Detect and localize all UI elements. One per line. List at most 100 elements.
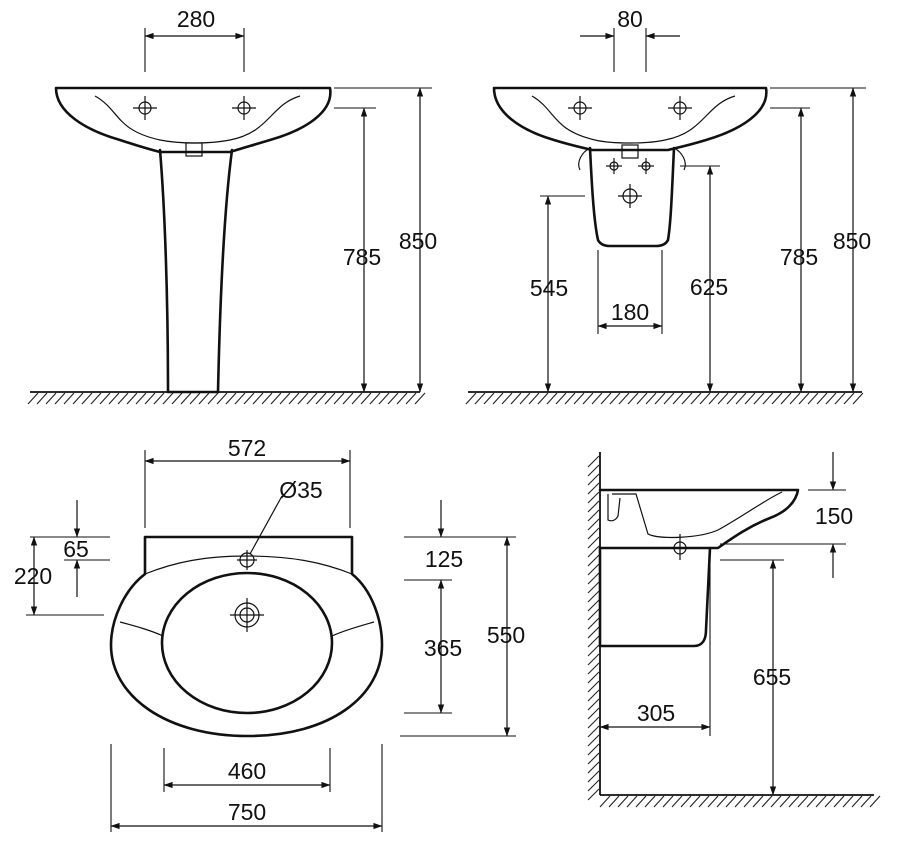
hatch-stroke — [587, 680, 600, 693]
tap-hole-right — [668, 96, 692, 120]
basin-bowl-line — [94, 95, 301, 144]
hatch-stroke — [587, 527, 600, 540]
hatch-stroke — [833, 795, 845, 808]
hatch-stroke — [587, 761, 600, 774]
hatch-stroke — [599, 795, 611, 808]
hatch-stroke — [342, 392, 354, 405]
hatch-stroke — [762, 392, 774, 405]
hatch-stroke — [671, 795, 683, 808]
hatch-stroke — [587, 779, 600, 792]
hatch-stroke — [387, 392, 399, 405]
dim-65: 65 — [63, 536, 89, 562]
hatch-stroke — [587, 455, 600, 468]
dim-305: 305 — [637, 700, 675, 726]
hatch-stroke — [645, 392, 657, 405]
hatch-stroke — [90, 392, 102, 405]
hatch-stroke — [45, 392, 57, 405]
hatch-stroke — [587, 599, 600, 612]
hatch-stroke — [825, 392, 837, 405]
hatch-stroke — [635, 795, 647, 808]
hatch-stroke — [587, 725, 600, 738]
hatch-stroke — [587, 482, 600, 495]
hatch-stroke — [405, 392, 417, 405]
hatch-stroke — [726, 392, 738, 405]
hatch-stroke — [717, 392, 729, 405]
hatch-stroke — [587, 554, 600, 567]
hatch-stroke — [510, 392, 522, 405]
hatch-stroke — [626, 795, 638, 808]
hatch-stroke — [587, 500, 600, 513]
hatch-stroke — [378, 392, 390, 405]
tap-hole-left — [133, 96, 157, 120]
hatch-stroke — [744, 392, 756, 405]
dim-80: 80 — [617, 6, 643, 32]
hatch-stroke — [369, 392, 381, 405]
hatch-stroke — [117, 392, 129, 405]
wing-line-left — [119, 621, 164, 637]
hatch-stroke — [252, 392, 264, 405]
hatch-stroke — [770, 795, 782, 808]
dim-545: 545 — [530, 275, 568, 301]
hatch-stroke — [396, 392, 408, 405]
waste-plan — [230, 598, 264, 632]
hatch-stroke — [587, 743, 600, 756]
ground-hatch — [465, 392, 864, 405]
hatch-stroke — [153, 392, 165, 405]
hatch-stroke — [609, 392, 621, 405]
hatch-stroke — [806, 795, 818, 808]
trap-side — [666, 534, 694, 560]
shroud-back-right — [673, 147, 686, 171]
hatch-stroke — [587, 644, 600, 657]
hatch-stroke — [587, 572, 600, 585]
pedestal-outline — [158, 148, 234, 394]
front-pedestal-view: 280 785 850 — [27, 6, 437, 405]
dim-750: 750 — [228, 799, 266, 825]
hatch-stroke — [587, 635, 600, 648]
hatch-stroke — [587, 707, 600, 720]
dim-280: 280 — [177, 6, 215, 32]
hatch-stroke — [852, 392, 864, 405]
dim-180: 180 — [611, 299, 649, 325]
hatch-stroke — [587, 581, 600, 594]
dim-550: 550 — [487, 622, 525, 648]
hatch-stroke — [126, 392, 138, 405]
hatch-stroke — [753, 392, 765, 405]
dim-460: 460 — [228, 758, 266, 784]
deck-line — [144, 555, 353, 575]
hatch-stroke — [834, 392, 846, 405]
waste-fitting — [185, 142, 203, 157]
hatch-stroke — [807, 392, 819, 405]
hatch-stroke — [587, 662, 600, 675]
hatch-stroke — [315, 392, 327, 405]
hatch-stroke — [225, 392, 237, 405]
hatch-stroke — [36, 392, 48, 405]
hatch-stroke — [519, 392, 531, 405]
tap-hole-left — [568, 96, 592, 120]
hatch-stroke — [582, 392, 594, 405]
hatch-stroke — [843, 392, 855, 405]
hatch-stroke — [587, 563, 600, 576]
basin-side-inner — [612, 491, 783, 539]
hatch-stroke — [587, 716, 600, 729]
hatch-stroke — [816, 392, 828, 405]
dim-785-b: 785 — [780, 244, 818, 270]
side-view: 150 305 655 — [587, 452, 881, 808]
hatch-stroke — [528, 392, 540, 405]
hatch-stroke — [735, 392, 747, 405]
dim-125: 125 — [425, 546, 463, 572]
hatch-stroke — [189, 392, 201, 405]
hatch-stroke — [81, 392, 93, 405]
hatch-stroke — [716, 795, 728, 808]
basin-outline — [492, 86, 768, 152]
hatch-stroke — [587, 689, 600, 702]
hatch-stroke — [771, 392, 783, 405]
hatch-stroke — [779, 795, 791, 808]
hatch-stroke — [587, 752, 600, 765]
hatch-stroke — [680, 795, 692, 808]
hatch-stroke — [851, 795, 863, 808]
hatch-stroke — [587, 788, 600, 801]
hatch-stroke — [627, 392, 639, 405]
hatch-stroke — [564, 392, 576, 405]
hatch-stroke — [842, 795, 854, 808]
dim-655: 655 — [753, 664, 791, 690]
